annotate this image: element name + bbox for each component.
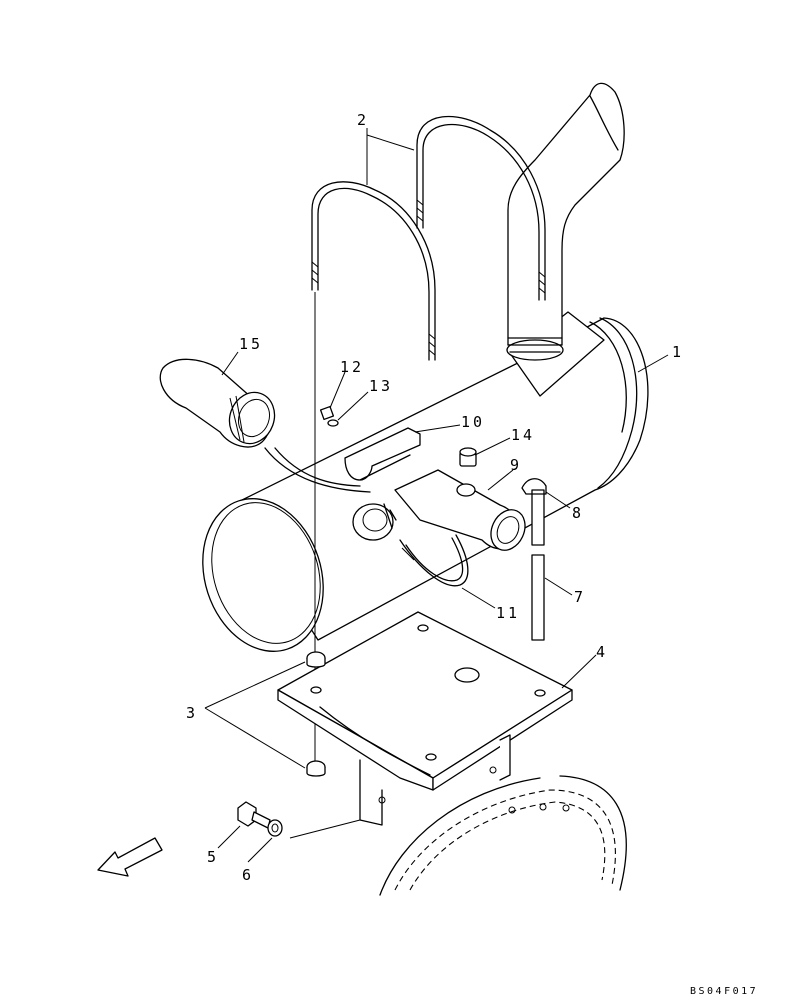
callout-1: 1 [672, 343, 684, 361]
drawing-code: BS04F017 [690, 986, 758, 997]
leader-lines [204, 128, 669, 863]
bolt-and-washer [237, 801, 361, 839]
callout-3: 3 [186, 704, 198, 722]
callout-7: 7 [574, 588, 586, 606]
callout-labels: 1 2 3 4 5 6 7 8 9 10 11 12 13 14 15 [186, 111, 684, 884]
wheel-outline [379, 766, 627, 896]
nuts [306, 651, 326, 777]
hose-loop [399, 534, 469, 587]
pipe-elbow [159, 358, 371, 493]
callout-12: 12 [340, 358, 364, 376]
callout-2: 2 [357, 111, 369, 129]
callout-13: 13 [369, 377, 393, 395]
callout-14: 14 [511, 426, 535, 444]
drain-tube [521, 478, 547, 641]
callout-9: 9 [510, 456, 522, 474]
direction-arrow-icon [97, 837, 163, 877]
callout-15: 15 [239, 335, 263, 353]
callout-11: 11 [496, 604, 520, 622]
callout-5: 5 [207, 848, 219, 866]
air-inlet-fitting [352, 447, 526, 551]
callout-4: 4 [596, 643, 608, 661]
mounting-bracket [277, 611, 573, 826]
u-bolt-rear [416, 115, 546, 301]
nut-icon [319, 405, 335, 421]
washer-icon [327, 419, 339, 427]
callout-8: 8 [572, 504, 584, 522]
clamp [319, 405, 421, 481]
callout-10: 10 [461, 413, 485, 431]
callout-6: 6 [242, 866, 254, 884]
tail-pipe [506, 82, 625, 361]
